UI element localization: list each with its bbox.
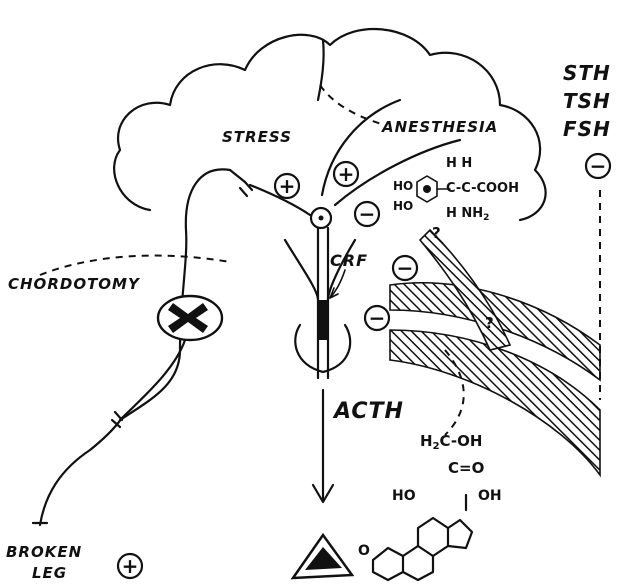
anesthesia-label: ANESTHESIA: [381, 118, 498, 136]
crf-label: CRF: [330, 251, 368, 270]
minus-sign-upper: −: [393, 256, 417, 280]
acth-label: ACTH: [332, 399, 404, 424]
steroid-oh: OH: [478, 488, 502, 504]
fsh-label: FSH: [563, 117, 611, 141]
steroid-o: O: [358, 543, 370, 559]
stress-terminal: [230, 170, 245, 182]
chordotomy-cut-line: [40, 256, 230, 275]
plus-sign-broken-leg: +: [118, 554, 142, 578]
steroid-skeleton: [373, 495, 472, 580]
leg-synapse: [112, 412, 122, 427]
svg-text:−: −: [590, 154, 607, 178]
minus-sign-lower: −: [365, 306, 389, 330]
chordotomy-label: CHORDOTOMY: [8, 275, 141, 293]
brain-dashed-line: [320, 85, 385, 125]
svg-text:−: −: [369, 306, 386, 330]
amino-h-row: H H: [446, 156, 472, 171]
sth-label: STH: [563, 61, 611, 85]
amino-bottom: H NH2: [446, 206, 489, 223]
plus-sign-stress: +: [275, 174, 299, 198]
cortical-neuron-path: [322, 100, 400, 195]
steroid-top: H2C-OH: [420, 432, 482, 452]
stress-neuron-path: [120, 169, 310, 420]
ascending-pain-path: [40, 340, 185, 525]
tsh-label: TSH: [563, 89, 611, 113]
ring-ho-top: HO: [393, 179, 413, 193]
steroid-carbonyl: C=O: [448, 459, 484, 477]
broken-leg-label-line2: LEG: [32, 564, 67, 582]
steroid-ho: HO: [392, 488, 416, 504]
svg-text:+: +: [122, 554, 139, 578]
question-mark-2: ?: [485, 314, 494, 332]
minus-sign-cortex: −: [355, 202, 379, 226]
svg-text:+: +: [338, 162, 355, 186]
svg-text:+: +: [279, 174, 296, 198]
svg-text:−: −: [397, 256, 414, 280]
interhemispheric-line: [318, 40, 324, 100]
portal-vessel-dark: [318, 300, 328, 340]
stress-label: STRESS: [222, 128, 292, 146]
amino-chain: C-C-COOH: [446, 181, 519, 196]
ring-ho-bottom: HO: [393, 199, 413, 213]
broken-leg-label-line1: BROKEN: [6, 543, 82, 561]
minus-sign-hormones: −: [586, 154, 610, 178]
plus-sign-anesthesia: +: [334, 162, 358, 186]
question-mark-1: ?: [432, 224, 441, 242]
svg-text:−: −: [359, 202, 376, 226]
neuron-nucleus: [319, 216, 324, 221]
